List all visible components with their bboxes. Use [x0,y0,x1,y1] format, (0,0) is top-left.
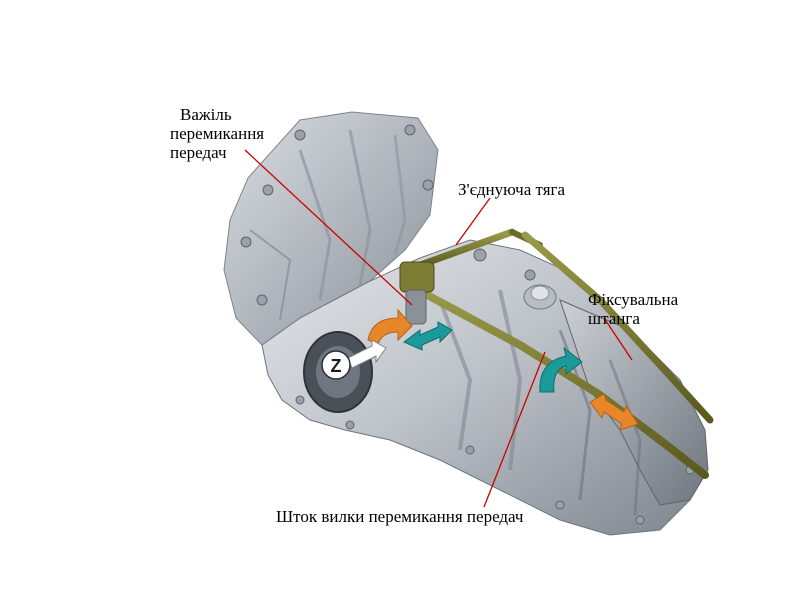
bell-housing [223,111,439,346]
orange-rotation-arrow [367,308,413,345]
shift-rods [399,228,714,479]
label-fixing-rod-line2: штанга [588,309,640,328]
z-badge: Z [321,350,351,380]
leader-link [455,197,491,246]
teal-push-arrow [403,321,453,351]
label-fixing-rod: Фіксувальна штанга [588,290,678,328]
label-connecting-link: З'єднуюча тяга [458,180,566,199]
label-fixing-rod-line1: Фіксувальна [588,290,679,309]
tail-section [559,299,709,506]
white-direction-arrow [347,339,387,369]
label-shift-lever-line1: Важіль [180,105,232,124]
motion-arrows [347,308,639,431]
label-shift-fork-rod: Шток вилки перемикання передач [276,507,524,526]
z-badge-letter: Z [331,356,342,376]
leader-lines [244,149,633,508]
label-shift-lever-line3: передач [170,143,227,162]
fixing-rod [521,231,714,424]
shift-fork-rod [414,286,709,479]
leader-fork [483,351,546,508]
label-shift-lever: Важіль перемикання передач [170,105,264,162]
orange-slide-arrow [589,393,639,431]
teal-rotation-arrow [539,346,583,393]
label-shift-lever-line2: перемикання [170,124,265,143]
leader-lever [244,149,413,306]
leader-fix [603,317,633,361]
shift-joint [399,261,435,293]
